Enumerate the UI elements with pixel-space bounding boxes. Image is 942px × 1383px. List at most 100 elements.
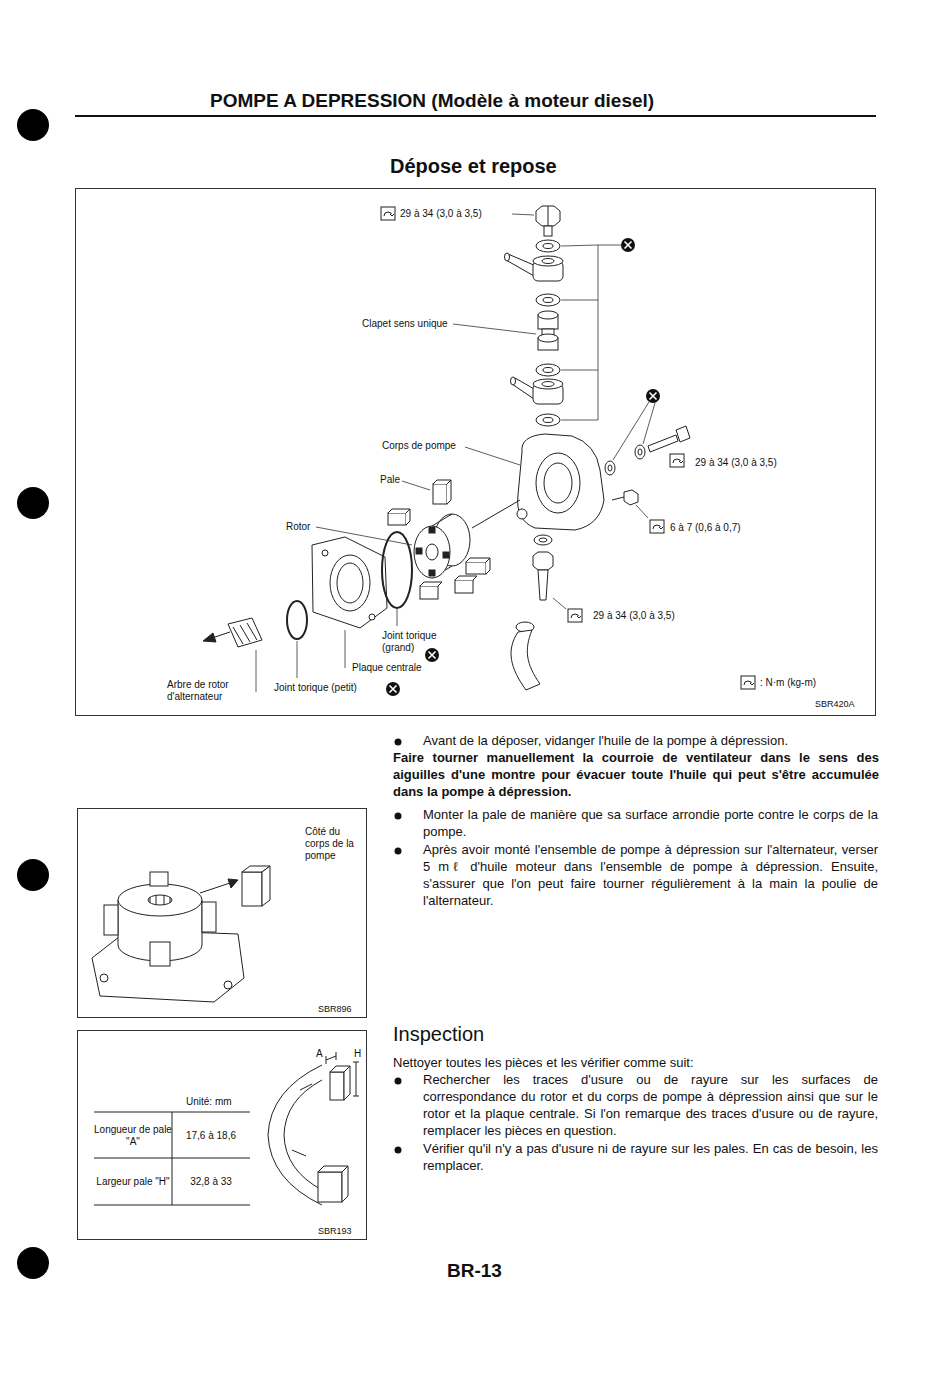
rotor-drawing [118,884,202,916]
dimension-letter: A [316,1048,323,1060]
pump-part [612,497,624,500]
vane-drawing [326,1052,336,1064]
pump-part [388,513,406,525]
body-text: Avant de la déposer, vidanger l'huile de… [423,733,878,750]
pump-part [536,414,560,426]
leader-line [553,598,566,609]
torque-icon [577,616,581,618]
pump-part [506,254,536,276]
leader-line [397,609,398,626]
rotor-drawing [224,981,232,989]
leader-line [561,245,621,420]
motion-arrow [203,633,216,642]
body-text: Après avoir monté l'ensemble de pompe à … [423,842,878,910]
leader-line [402,481,430,490]
leader-line [453,324,536,334]
pump-part [369,614,375,620]
vane-drawing [344,1066,350,1100]
body-text: Faire tourner manuellement la courroie d… [393,750,879,801]
pump-part [548,206,549,226]
torque-icon [650,520,664,533]
pump-part [416,548,422,554]
page-title: POMPE A DEPRESSION (Modèle à moteur dies… [210,90,654,113]
pump-part [543,298,553,303]
pump-part [312,537,387,628]
vane-drawing [268,1052,359,1205]
pump-part [228,206,690,690]
vane-drawing [268,1065,322,1205]
pump-part [533,379,563,389]
torque-icon [659,527,663,529]
rotor-drawing [104,905,118,935]
pump-part [228,618,262,647]
punch-hole [17,109,49,1279]
rotor-drawing [262,866,270,906]
pump-part [538,311,558,319]
pump-part [533,552,553,570]
pump-part [518,434,604,530]
pump-part [538,334,558,342]
pump-part [511,630,540,690]
leader-line [512,214,534,215]
punch-hole [17,1247,49,1279]
part-label: Arbre de rotor d'alternateur [167,679,247,703]
punch-hole [17,859,49,891]
replace-symbol [650,393,657,400]
header-rule [75,115,876,117]
pump-part [624,490,638,505]
replace-symbol [390,686,397,693]
vane-drawing [342,1166,348,1202]
torque-icon [741,676,755,689]
pump-part [455,580,473,593]
pump-part [472,500,520,528]
pump-part [608,465,612,471]
rotor-drawing [202,902,216,932]
pump-part [534,535,552,545]
pump-part [388,509,410,525]
torque-icon [381,207,395,220]
table-cell: 17,6 à 18,6 [172,1113,250,1158]
section-heading: Inspection [393,1022,484,1046]
pump-part [433,484,447,504]
vane-drawing [292,1084,312,1156]
vane-drawing [330,1072,344,1100]
rotor-drawing [228,879,238,888]
figure-code: SBR193 [318,1226,352,1237]
legend-text: : N·m (kg-m) [760,677,816,689]
leader-line [465,447,520,465]
bullet-dot [395,848,402,855]
replace-symbol [386,682,400,696]
rotor-drawing [242,872,262,906]
bullet-dot [395,1078,402,1085]
table-cell: Longueur de pale "A" [94,1113,172,1158]
pump-part [635,445,645,459]
vane-drawing [318,1172,342,1202]
replace-symbol [429,652,436,659]
pump-part [544,463,572,503]
torque-icon [750,683,754,685]
torque-icon [381,207,755,689]
figure-frame: Côté du corps de la pompeSBR896 [77,808,367,1018]
pump-part [539,538,547,542]
rotor-drawing [150,942,170,966]
pump-part [429,527,435,533]
replace-symbol [621,238,635,252]
pump-part [382,532,412,608]
leader-line [613,402,655,460]
pump-part [543,244,553,249]
leader-line [636,505,648,518]
replace-symbol [646,389,660,403]
pump-part [638,449,642,455]
body-text: Monter la pale de manière que sa surface… [423,807,878,841]
torque-value: 29 à 34 (3,0 à 3,5) [695,457,777,469]
pump-part [536,453,580,513]
torque-icon [381,207,395,220]
torque-icon [568,609,582,622]
part-label: Corps de pompe [382,440,456,452]
body-text: Rechercher les traces d'usure ou de rayu… [423,1072,878,1140]
torque-icon [670,454,684,467]
punch-hole [17,109,49,141]
part-label: Rotor [286,521,310,533]
